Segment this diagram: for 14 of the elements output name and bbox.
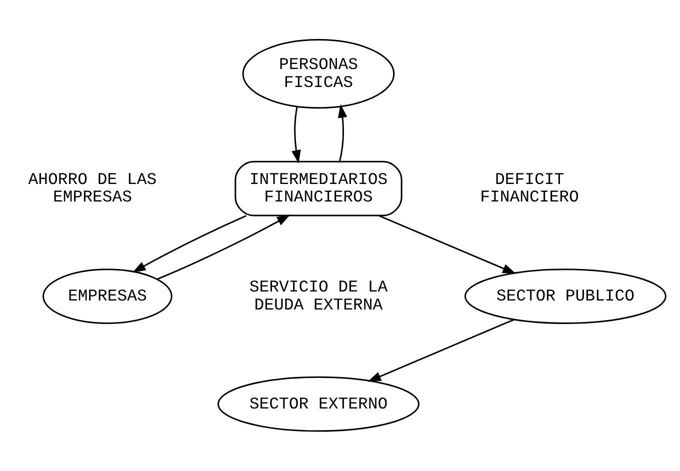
arrow <box>368 318 515 382</box>
node-box: INTERMEDIARIOS FINANCIEROS <box>234 160 402 216</box>
label: AHORRO DE LAS EMPRESAS <box>28 170 157 207</box>
arrow <box>338 104 348 162</box>
node-ellipse: SECTOR EXTERNO <box>217 376 420 432</box>
label: SERVICIO DE LA DEUDA EXTERNA <box>249 278 388 314</box>
arrow <box>378 214 516 274</box>
arrow <box>292 106 301 164</box>
arrow <box>156 214 290 280</box>
node-ellipse: EMPRESAS <box>42 268 172 324</box>
arrow <box>132 214 247 273</box>
node-ellipse: SECTOR PUBLICO <box>464 268 666 324</box>
node-ellipse: PERSONAS FISICAS <box>242 39 395 109</box>
label: DEFICIT FINANCIERO <box>480 170 579 207</box>
